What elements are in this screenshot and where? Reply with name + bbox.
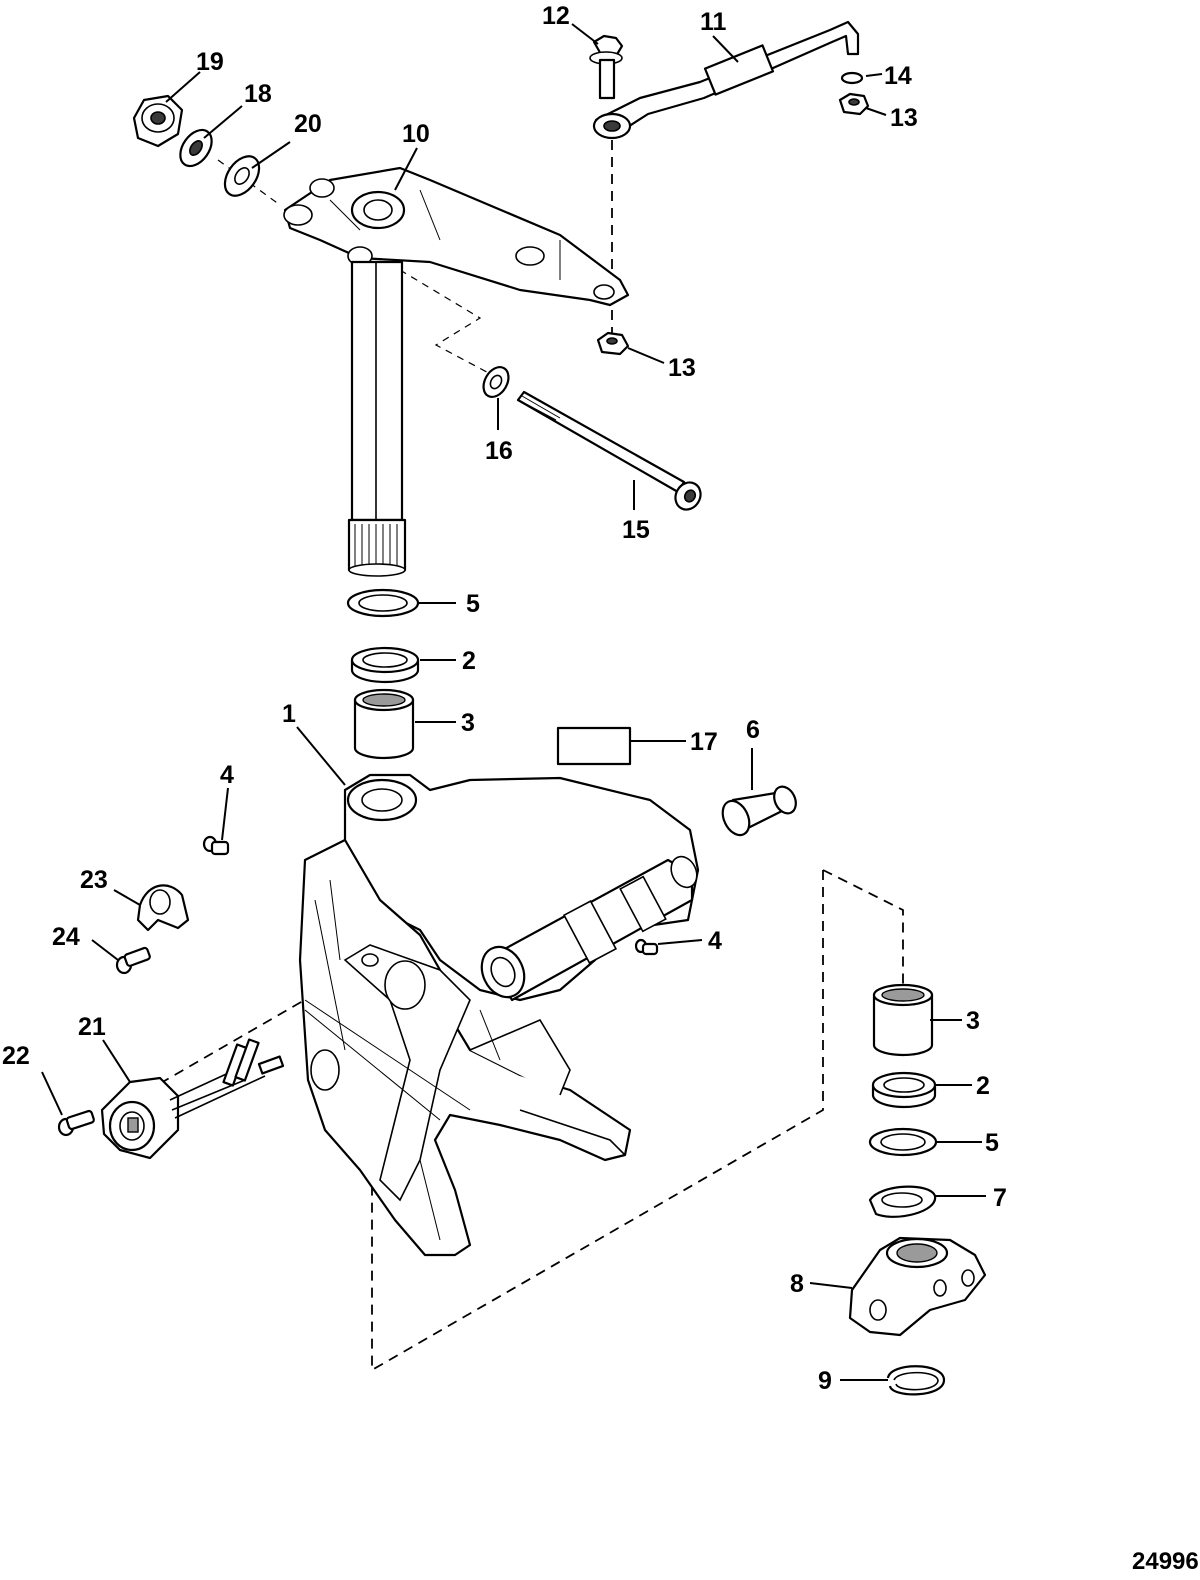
- callout-23: 23: [80, 866, 108, 894]
- part-13-nut-upper: [838, 92, 870, 116]
- part-14-washer: [840, 71, 864, 85]
- part-15-bolt: [516, 390, 702, 511]
- part-5-wave-washer-upper: [346, 588, 420, 618]
- callout-5-upper: 5: [466, 590, 480, 618]
- part-1-swivel-bracket: [298, 773, 700, 1257]
- callout-2-lower: 2: [976, 1072, 990, 1100]
- part-6-sleeve: [721, 785, 797, 837]
- callout-10: 10: [402, 120, 430, 148]
- callout-24: 24: [52, 923, 80, 951]
- callout-4-lower: 4: [708, 927, 722, 955]
- part-10-steering-arm: [283, 166, 630, 307]
- callout-14: 14: [884, 62, 912, 90]
- part-3-bearing-upper: [353, 688, 415, 760]
- leader-lines: [41, 23, 986, 1381]
- callout-7: 7: [993, 1184, 1007, 1212]
- part-4-grease-fitting-lower: [634, 938, 659, 956]
- callout-5-lower: 5: [985, 1129, 999, 1157]
- assembly-guide-lines: [139, 140, 904, 1372]
- callout-4-upper: 4: [220, 761, 234, 789]
- callout-11: 11: [700, 8, 727, 36]
- part-4-grease-fitting-upper: [202, 835, 230, 856]
- part-3-bearing-lower: [872, 983, 934, 1057]
- part-19-nut: [132, 94, 184, 148]
- callout-19: 19: [196, 48, 224, 76]
- part-23-clamp: [136, 884, 190, 932]
- callout-1: 1: [282, 700, 296, 728]
- callout-20: 20: [294, 110, 322, 138]
- callout-13-upper: 13: [890, 104, 918, 132]
- callout-6: 6: [746, 716, 760, 744]
- callout-15: 15: [622, 516, 650, 544]
- part-11-link-rod: [592, 20, 860, 140]
- part-17-decal: [556, 726, 632, 766]
- callout-21: 21: [78, 1013, 106, 1041]
- callout-18: 18: [244, 80, 272, 108]
- part-5-wave-washer-lower: [868, 1127, 938, 1157]
- part-24-screw: [115, 946, 151, 975]
- part-18-washer: [179, 128, 213, 168]
- callout-13-lower: 13: [668, 354, 696, 382]
- part-12-bolt: [589, 34, 624, 100]
- callout-16: 16: [485, 437, 513, 465]
- part-20-washer: [223, 155, 261, 197]
- callout-22: 22: [2, 1042, 30, 1070]
- part-10-steering-shaft: [347, 260, 407, 577]
- part-13-nut-lower: [596, 331, 630, 356]
- callout-12: 12: [542, 2, 570, 30]
- figure-id: 24996: [1132, 1548, 1199, 1575]
- callout-8: 8: [790, 1270, 804, 1298]
- callout-17: 17: [690, 728, 718, 756]
- callout-3-lower: 3: [966, 1007, 980, 1035]
- callout-2-upper: 2: [462, 647, 476, 675]
- part-8-steering-yoke: [848, 1236, 987, 1337]
- callout-3-upper: 3: [461, 709, 475, 737]
- part-16-washer: [482, 365, 510, 399]
- part-2-bushing-lower: [871, 1071, 937, 1109]
- part-22-screw: [57, 1109, 95, 1137]
- part-2-bushing-upper: [350, 646, 420, 684]
- part-9-snap-ring: [886, 1365, 946, 1396]
- callout-9: 9: [818, 1367, 832, 1395]
- part-7-washer: [868, 1185, 937, 1218]
- part-21-trim-sender: [100, 1038, 285, 1160]
